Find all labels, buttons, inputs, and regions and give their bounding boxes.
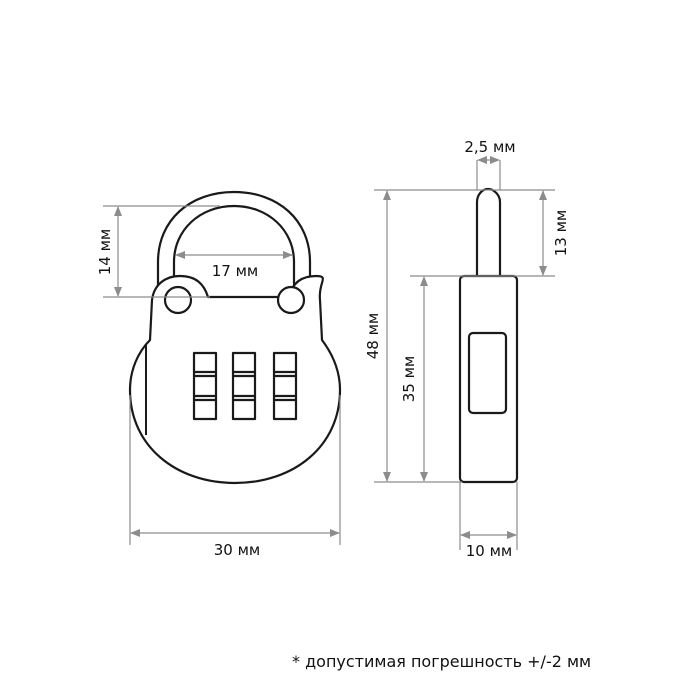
dial-3	[272, 351, 298, 421]
right-hole	[276, 285, 306, 315]
dim-label-48: 48 мм	[364, 313, 382, 360]
dim-label-13: 13 мм	[552, 210, 570, 257]
dim-label-35: 35 мм	[400, 356, 418, 403]
dim-shackle-width: 17 мм	[175, 251, 293, 280]
dim-label-10: 10 мм	[466, 542, 513, 560]
dim-total-height: 48 мм	[364, 190, 462, 483]
dim-body-thickness: 10 мм	[459, 482, 518, 560]
side-window	[467, 331, 508, 415]
front-view: 14 мм 17 мм 30 мм	[96, 190, 342, 559]
dim-body-height: 35 мм	[400, 276, 428, 482]
left-hole	[163, 285, 193, 315]
dim-label-14: 14 мм	[96, 229, 114, 276]
dim-label-17: 17 мм	[212, 262, 259, 280]
tolerance-footnote: * допустимая погрешность +/-2 мм	[292, 652, 592, 671]
dim-shackle-height: 14 мм	[96, 205, 220, 298]
dim-label-2-5: 2,5 мм	[464, 138, 515, 156]
dim-shackle-diameter: 2,5 мм	[464, 138, 516, 190]
dim-shackle-clearance: 13 мм	[374, 189, 570, 277]
dim-label-30: 30 мм	[214, 541, 261, 559]
dial-1	[192, 351, 218, 421]
side-view: 2,5 мм 13 мм 48 мм 35 мм	[364, 138, 570, 560]
dim-body-width: 30 мм	[129, 395, 341, 559]
shackle-side	[475, 187, 502, 277]
dial-2	[231, 351, 257, 421]
